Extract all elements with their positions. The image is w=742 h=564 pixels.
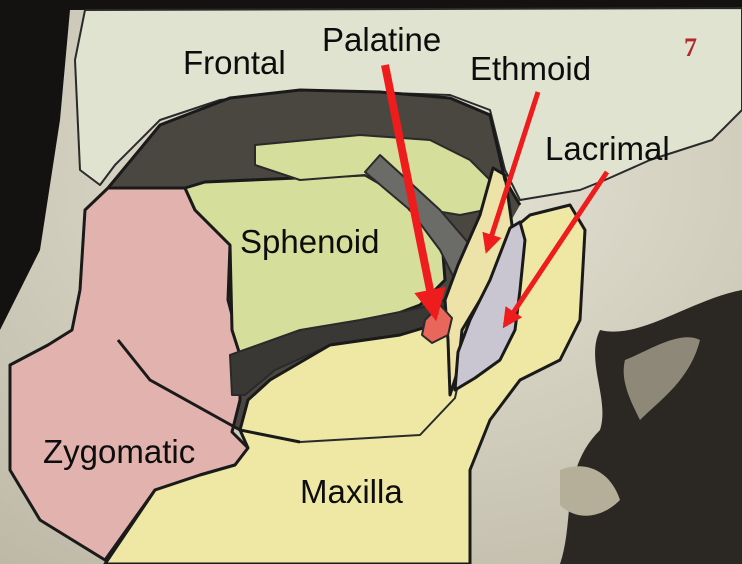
label-palatine: Palatine	[322, 21, 441, 58]
lacrimal-region[interactable]	[453, 220, 527, 392]
page-number: 7	[684, 33, 697, 62]
arrow-palatine	[381, 64, 446, 322]
label-maxilla: Maxilla	[300, 473, 403, 510]
arrow-lacrimal	[502, 170, 610, 329]
bone-highlight	[623, 337, 700, 420]
label-lacrimal: Lacrimal	[545, 130, 670, 167]
label-sphenoid: Sphenoid	[240, 223, 379, 260]
frontal-region	[74, 7, 742, 201]
label-frontal: Frontal	[183, 44, 286, 81]
bone-highlight-2	[560, 466, 620, 516]
label-ethmoid: Ethmoid	[470, 50, 591, 87]
label-zygomatic: Zygomatic	[43, 433, 195, 470]
arrow-ethmoid	[482, 91, 541, 254]
orbit-rim-outline	[106, 88, 522, 444]
